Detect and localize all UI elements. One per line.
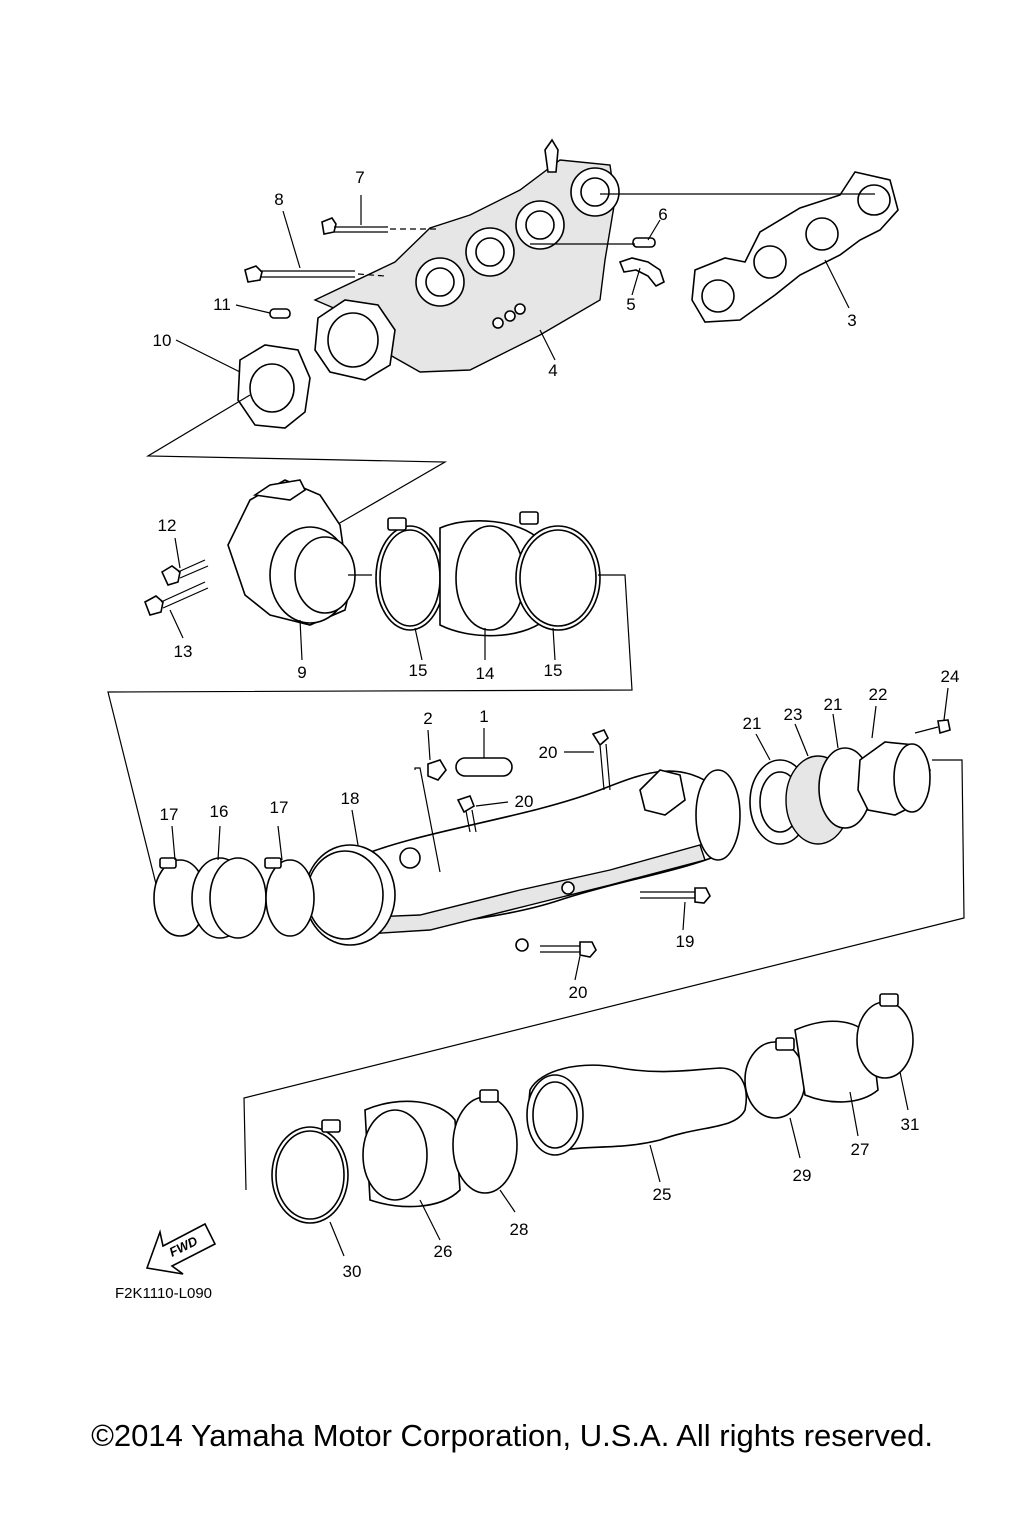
callout-4: 4 [548, 361, 557, 380]
dowel-pin-11 [269, 308, 291, 319]
dowel-pin-6 [632, 237, 656, 248]
fitting-5 [618, 257, 665, 288]
callout-11: 11 [213, 295, 231, 314]
callout-16: 16 [210, 802, 229, 821]
bolt-20c [540, 941, 597, 958]
callout-6: 6 [658, 205, 667, 224]
callout-22: 22 [869, 685, 888, 704]
hose-clamp-31 [856, 993, 914, 1079]
gasket-3 [691, 171, 899, 323]
callout-1: 1 [479, 707, 488, 726]
joint-16 [191, 857, 267, 939]
copyright-notice: ©2014 Yamaha Motor Corporation, U.S.A. A… [91, 1418, 933, 1453]
callout-28: 28 [510, 1220, 529, 1239]
clip-2 [427, 759, 447, 781]
callout-13: 13 [174, 642, 193, 661]
callout-21b: 21 [824, 695, 843, 714]
callout-5: 5 [626, 295, 635, 314]
callout-18: 18 [341, 789, 360, 808]
bolt-24 [914, 719, 951, 735]
hose-clamp-30 [271, 1119, 349, 1224]
callout-24: 24 [941, 667, 960, 686]
callout-19: 19 [676, 932, 695, 951]
hose-clamp-28 [452, 1089, 518, 1194]
hose-clamp-15b [515, 511, 601, 631]
bolt-8 [244, 265, 386, 283]
callout-8: 8 [274, 190, 283, 209]
hose-clamp-15a [375, 517, 445, 631]
callout-20b: 20 [515, 792, 534, 811]
callout-15b: 15 [544, 661, 563, 680]
exhaust-manifold [313, 138, 620, 381]
rubber-joint-14 [439, 520, 546, 637]
callout-14: 14 [476, 664, 495, 683]
rubber-joint-26 [362, 1100, 461, 1208]
bolt-7 [321, 217, 440, 235]
callout-26: 26 [434, 1242, 453, 1261]
callout-9: 9 [297, 663, 306, 682]
callout-7: 7 [355, 168, 364, 187]
callout-31: 31 [901, 1115, 920, 1134]
callout-3: 3 [847, 311, 856, 330]
callout-10: 10 [153, 331, 172, 350]
callout-15a: 15 [409, 661, 428, 680]
callout-29: 29 [793, 1166, 812, 1185]
callout-2: 2 [423, 709, 432, 728]
callout-23: 23 [784, 705, 803, 724]
hose-1 [455, 757, 513, 777]
bolt-12 [160, 559, 209, 586]
callout-20c: 20 [569, 983, 588, 1002]
callout-21a: 21 [743, 714, 762, 733]
hose-clamp-17b [264, 857, 315, 937]
bolt-19 [640, 887, 711, 904]
callout-30: 30 [343, 1262, 362, 1281]
callout-17a: 17 [160, 805, 179, 824]
callout-27: 27 [851, 1140, 870, 1159]
exhaust-pipe-25 [526, 1064, 747, 1156]
callout-25: 25 [653, 1185, 672, 1204]
callout-17b: 17 [270, 798, 289, 817]
bolt-20a [591, 729, 611, 791]
bolt-20b [456, 795, 477, 833]
exhaust-pipe-18 [304, 769, 741, 952]
callout-labels: 1 2 3 4 5 6 7 8 9 10 11 12 13 14 15 15 1… [153, 168, 960, 1281]
fwd-arrow-icon: FWD [145, 1222, 217, 1275]
callout-12: 12 [158, 516, 177, 535]
housing-22 [857, 741, 931, 816]
bolt-13 [144, 581, 209, 616]
exhaust-elbow-9 [227, 479, 356, 626]
figure-code: F2K1110-L090 [115, 1285, 212, 1302]
callout-20a: 20 [539, 743, 558, 762]
gasket-10 [237, 344, 311, 429]
hose-clamp-29 [744, 1037, 806, 1119]
